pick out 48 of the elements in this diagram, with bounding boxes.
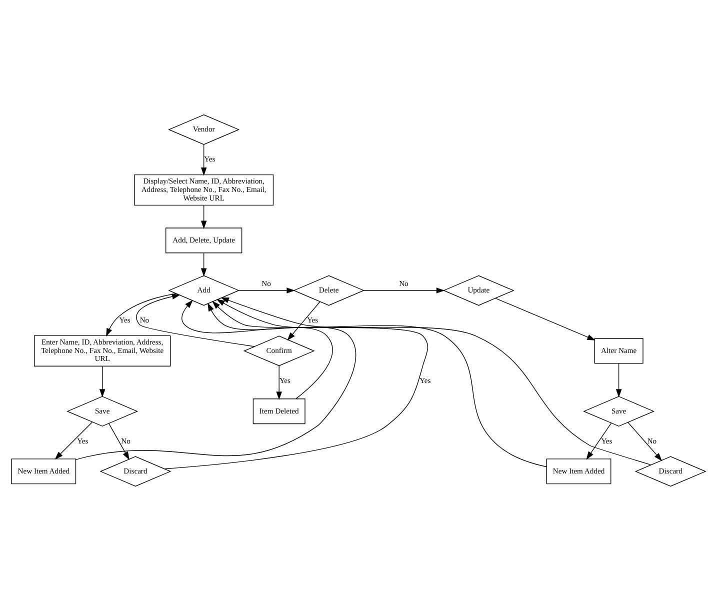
node-diamond: Confirm: [243, 336, 315, 366]
node-box: Enter Name, ID, Abbreviation, Address, Telephone No., Fax No., Email, Website URL: [34, 335, 171, 366]
edge-label: Yes: [204, 154, 216, 164]
edge-label: Yes: [307, 315, 318, 324]
edge-label: Yes: [601, 436, 612, 446]
edge-label: Yes: [119, 315, 130, 324]
arrow: [106, 293, 177, 337]
arrow: [216, 299, 547, 468]
node-box: New Item Added: [11, 458, 76, 484]
arrow: [616, 363, 622, 398]
edge-label: Yes: [420, 376, 431, 386]
arrow: [182, 300, 333, 400]
edge-label: Yes: [279, 376, 290, 386]
arrow: [200, 252, 207, 277]
arrow: [200, 144, 207, 176]
node-diamond: Save: [66, 396, 138, 427]
node-diamond: Update: [442, 275, 514, 306]
node-diamond: Delete: [293, 275, 365, 306]
arrow: [495, 298, 596, 340]
node-diamond: Vendor: [168, 114, 240, 145]
node-box: Add, Delete, Update: [166, 228, 242, 254]
node-box: Display/Select Name, ID, Abbreviation, Address, Telephone No., Fax No., Email, Website URL: [134, 174, 274, 206]
node-box: Item Deleted: [252, 398, 306, 424]
node-diamond: Save: [583, 396, 655, 427]
arrow: [238, 288, 295, 294]
arrow: [75, 302, 356, 460]
node-box: New Item Added: [546, 458, 612, 484]
edge-label: No: [121, 436, 130, 446]
arrow: [220, 297, 652, 466]
edge-label: Yes: [77, 436, 88, 446]
edge-label: No: [647, 436, 657, 446]
node-diamond: Discard: [100, 456, 172, 487]
arrow: [136, 294, 255, 347]
arrow: [108, 423, 130, 460]
node-diamond: Discard: [634, 456, 706, 487]
arrow: [586, 422, 612, 460]
arrow: [628, 422, 662, 462]
arrow: [287, 301, 320, 341]
edge-label: No: [399, 279, 408, 288]
edge-label: No: [262, 279, 271, 288]
node-box: Alter Name: [594, 338, 644, 364]
arrow: [164, 300, 428, 470]
edge-label: No: [140, 315, 150, 324]
arrow: [99, 366, 106, 398]
arrow: [276, 366, 282, 400]
arrow: [363, 288, 445, 294]
arrow: [54, 422, 93, 460]
arrow: [200, 205, 207, 230]
